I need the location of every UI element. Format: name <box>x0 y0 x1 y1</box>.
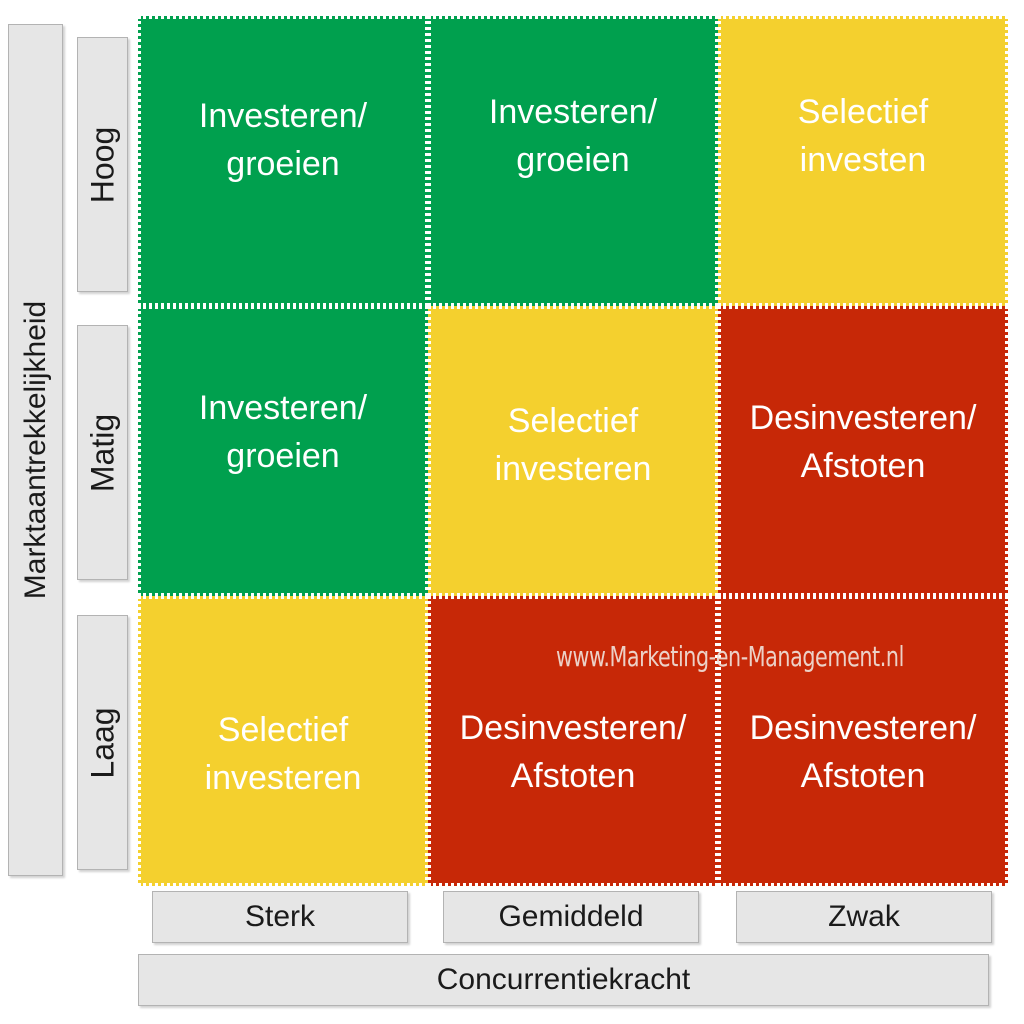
cell-text-line2: investen <box>799 141 927 179</box>
cell-text-line1: Investeren/ <box>198 97 368 135</box>
cell-hoog-sterk: Investeren/groeien <box>138 16 428 306</box>
cell-hoog-zwak: Selectief investen <box>718 16 1008 306</box>
cell-text-line1: Investeren/ <box>488 93 658 131</box>
x-axis-title: Concurrentiekracht <box>436 963 691 996</box>
x-axis-title-box: Concurrentiekracht <box>138 954 989 1006</box>
cell-text-line2: groeien <box>226 145 340 183</box>
x-level-gemiddeld-box: Gemiddeld <box>443 891 699 943</box>
y-level-matig-box: Matig <box>77 325 128 580</box>
cell-text-line1: Desinvesteren/ <box>749 399 977 437</box>
cell-text-line1: Investeren/ <box>198 389 368 427</box>
cell-text-line1: Selectief <box>797 93 929 131</box>
cell-text-line1: Selectief <box>217 711 349 749</box>
y-level-laag: Laag <box>84 706 120 779</box>
watermark-text: www.Marketing-en-Management.nl <box>556 640 904 673</box>
y-axis-title-box: Marktaantrekkelijkheid <box>8 24 63 876</box>
x-level-sterk: Sterk <box>244 900 316 933</box>
cell-text-line2: Afstoten <box>510 757 636 795</box>
cell-text-line2: Afstoten <box>800 447 926 485</box>
y-level-laag-box: Laag <box>77 615 128 870</box>
portfolio-matrix: Investeren/groeien Investeren/groeien Se… <box>138 16 1008 886</box>
y-axis-title: Marktaantrekkelijkheid <box>18 300 52 600</box>
cell-laag-gemiddeld: Desinvesteren/Afstoten <box>428 596 718 886</box>
cell-text-line2: investeren <box>494 450 652 488</box>
cell-text-line1: Selectief <box>507 402 639 440</box>
y-level-matig: Matig <box>84 413 120 492</box>
x-level-sterk-box: Sterk <box>152 891 408 943</box>
cell-text-line2: Afstoten <box>800 757 926 795</box>
cell-text-line1: Desinvesteren/ <box>749 709 977 747</box>
cell-laag-zwak: Desinvesteren/Afstoten <box>718 596 1008 886</box>
y-level-hoog-box: Hoog <box>77 37 128 292</box>
x-level-zwak: Zwak <box>828 900 900 933</box>
cell-text-line2: groeien <box>226 437 340 475</box>
cell-text-line2: investeren <box>204 759 362 797</box>
cell-laag-sterk: Selectief investeren <box>138 596 428 886</box>
cell-matig-gemiddeld: Selectief investeren <box>428 306 718 596</box>
cell-matig-zwak: Desinvesteren/Afstoten <box>718 306 1008 596</box>
x-level-gemiddeld: Gemiddeld <box>498 900 644 933</box>
cell-text-line1: Desinvesteren/ <box>459 709 687 747</box>
cell-text-line2: groeien <box>516 141 630 179</box>
x-level-zwak-box: Zwak <box>736 891 992 943</box>
cell-hoog-gemiddeld: Investeren/groeien <box>428 16 718 306</box>
y-level-hoog: Hoog <box>84 126 120 203</box>
cell-matig-sterk: Investeren/groeien <box>138 306 428 596</box>
